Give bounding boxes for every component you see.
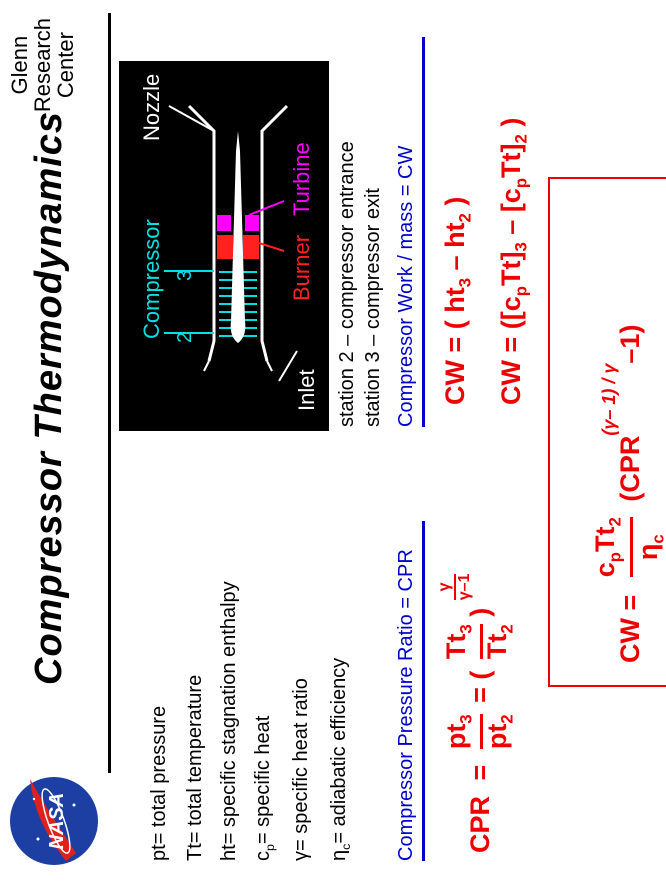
- cpr-equals: =: [465, 764, 496, 781]
- cw-equation-enthalpy: CW = ( ht3 – ht2 ): [440, 196, 475, 405]
- header-divider: [108, 13, 111, 773]
- org-line-3: Center: [53, 32, 78, 99]
- label-burner: Burner: [289, 235, 314, 301]
- cpr-pressure-fraction: pt3 pt2: [441, 714, 517, 750]
- cpr-equation: CPR = pt3 pt2 = ( Tt3 Tt2 ) γ γ–1: [436, 573, 522, 853]
- cpr-exponent: γ γ–1: [436, 573, 473, 601]
- label-station-2: 2: [174, 332, 196, 343]
- label-compressor: Compressor: [139, 219, 164, 339]
- cpr-temperature-fraction: Tt3 Tt2: [441, 624, 517, 660]
- label-nozzle: Nozzle: [139, 74, 164, 141]
- cw-heading: Compressor Work / mass = CW: [395, 145, 417, 427]
- engine-diagram: Compressor 2 3 Inlet Burner Turbine Nozz…: [119, 61, 329, 431]
- definition-cp: cp= specific heat: [252, 715, 277, 861]
- org-name: Glenn Research Center: [7, 18, 78, 113]
- definition-eta: ηc= adiabatic efficiency: [328, 657, 353, 861]
- definition-ht: ht= specific stagnation enthalpy: [218, 581, 240, 861]
- cpr-heading-underline: [422, 521, 425, 861]
- org-line-2: Research: [30, 18, 55, 113]
- nasa-logo: NASA: [10, 777, 98, 865]
- definition-gamma: γ= specific heat ratio: [290, 678, 312, 861]
- page-title: Compressor Thermodynamics: [28, 110, 70, 685]
- cw-equation-temperature: CW = ([cpTt]3 – [cpTt]2 ): [496, 117, 531, 405]
- station-2-desc: station 2 – compressor entrance: [336, 141, 358, 427]
- station-3-desc: station 3 – compressor exit: [362, 188, 384, 427]
- engine-drawing: Compressor 2 3 Inlet Burner Turbine Nozz…: [139, 74, 319, 411]
- cw-final-equation: CW = cpTt2 ηc (CPR(γ– 1) / γ–1): [590, 325, 666, 663]
- label-turbine: Turbine: [289, 142, 314, 216]
- cpr-heading: Compressor Pressure Ratio = CPR: [395, 549, 417, 861]
- org-line-1: Glenn: [7, 35, 32, 95]
- label-inlet: Inlet: [294, 369, 319, 411]
- definition-tt: Tt= total temperature: [184, 674, 206, 861]
- cpr-lhs: CPR: [465, 795, 496, 853]
- nasa-logo-text: NASA: [46, 793, 68, 850]
- cw-final-fraction: cpTt2 ηc: [590, 517, 666, 578]
- cw-heading-underline: [422, 37, 425, 427]
- label-station-3: 3: [174, 270, 196, 281]
- definition-pt: pt= total pressure: [148, 705, 170, 861]
